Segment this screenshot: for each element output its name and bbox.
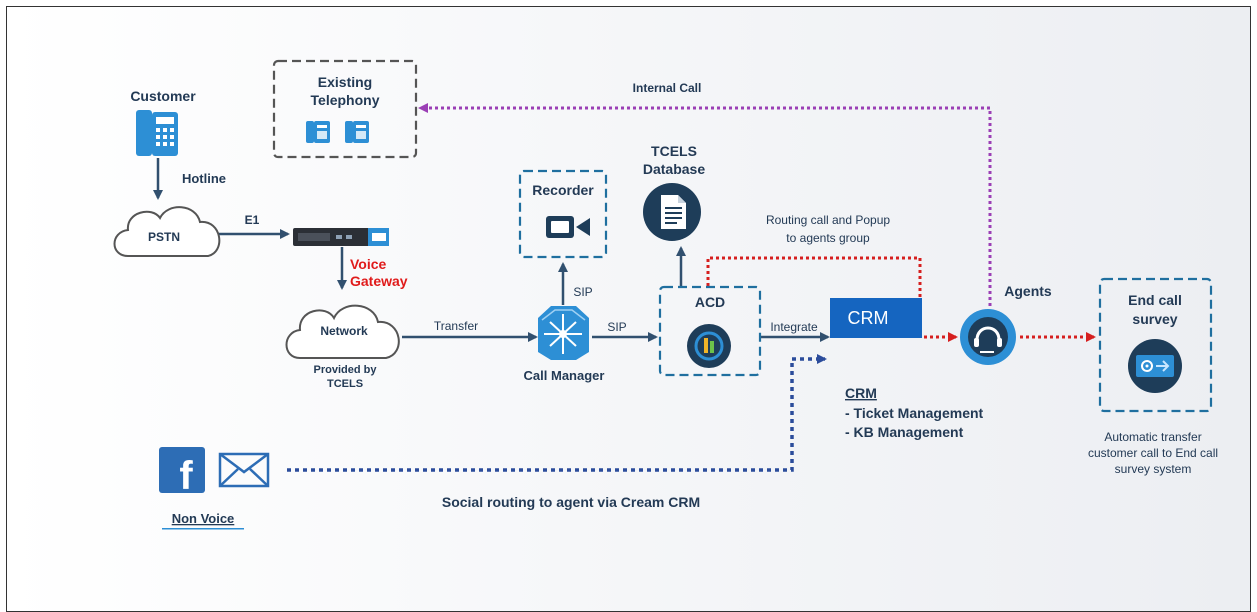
e1-label: E1 [245,213,260,227]
call-manager-label: Call Manager [524,368,605,383]
sip-right-label: SIP [607,320,626,334]
sip-up-label: SIP [573,285,592,299]
pstn-label: PSTN [148,230,180,244]
existing-telephony-label-2: Telephony [311,92,380,108]
database-document-icon [643,183,701,241]
internal-call-label: Internal Call [633,81,702,95]
provided-by-label-2: TCELS [327,378,363,390]
end-call-survey-box [1098,277,1213,413]
video-camera-icon [546,216,590,238]
survey-system-icon [1128,339,1182,393]
svg-text:f: f [179,454,193,498]
customer-phone-icon [136,110,178,156]
mail-icon [218,452,270,488]
crm-item-ticket-management: - Ticket Management [845,405,984,421]
pstn-cloud-icon [113,206,221,257]
acd-label: ACD [695,294,725,310]
crm-heading: CRM [845,385,877,401]
social-routing-label: Social routing to agent via Cream CRM [442,494,700,510]
customer-label: Customer [130,88,196,104]
non-voice-label: Non Voice [172,511,235,526]
end-call-survey-label-2: survey [1132,311,1177,327]
facebook-icon: f [159,447,205,498]
voice-gateway-label-2: Gateway [350,273,408,289]
provided-by-label-1: Provided by [314,364,378,376]
integrate-label: Integrate [770,320,818,334]
call-manager-router-icon [538,306,589,360]
auto-transfer-label-3: survey system [1115,462,1192,476]
tcels-database-label-1: TCELS [651,143,697,159]
existing-telephony-box [272,59,418,159]
hotline-label: Hotline [182,171,226,186]
existing-telephony-phones-icon [306,121,369,143]
auto-transfer-label-2: customer call to End call [1088,446,1218,460]
agents-label: Agents [1004,283,1052,299]
tcels-database-label-2: Database [643,161,705,177]
end-call-survey-label-1: End call [1128,292,1182,308]
network-cloud-icon [285,304,400,359]
acd-icon [687,324,731,368]
crm-box-label: CRM [848,308,889,328]
network-label: Network [320,324,368,338]
non-voice-underline [162,528,244,530]
acd-box [658,285,762,377]
social-routing-dotted [287,354,827,472]
transfer-label: Transfer [434,319,478,333]
voice-gateway-label-1: Voice [350,256,387,272]
routing-dotted-line [706,256,922,298]
internal-call-dotted [418,103,992,306]
existing-telephony-label-1: Existing [318,74,372,90]
crm-item-kb-management: - KB Management [845,424,964,440]
crm-box [830,298,922,338]
routing-label-1: Routing call and Popup [766,213,890,227]
connectors [153,103,1096,472]
agents-headset-icon [960,309,1016,365]
voice-gateway-device-icon [293,228,389,246]
auto-transfer-label-1: Automatic transfer [1104,430,1201,444]
recorder-label: Recorder [532,182,594,198]
routing-label-2: to agents group [786,231,870,245]
